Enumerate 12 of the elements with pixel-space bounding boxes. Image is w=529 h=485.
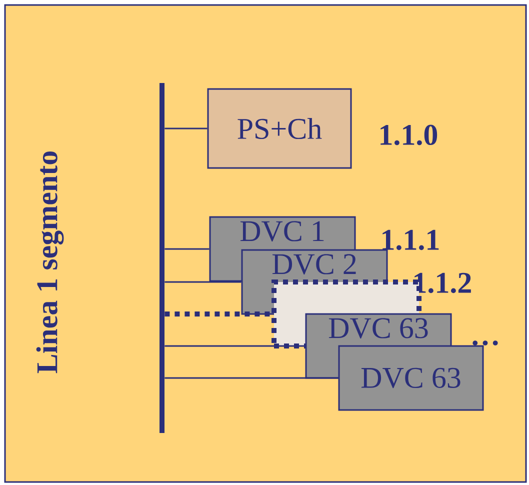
device-box: PS+Ch <box>207 88 352 169</box>
device-box: DVC 63 <box>338 345 484 411</box>
connector-line <box>164 345 306 347</box>
connector-line <box>164 128 208 130</box>
ellipsis: … <box>472 340 498 346</box>
connector-line <box>164 312 272 316</box>
connector-line <box>164 377 338 379</box>
address-label: 1.1.0 <box>380 124 438 146</box>
address-label: 1.1.1 <box>382 230 439 250</box>
connector-line <box>164 248 210 250</box>
connector-line <box>164 281 242 283</box>
vertical-label: Linea 1 segmento <box>36 151 64 374</box>
